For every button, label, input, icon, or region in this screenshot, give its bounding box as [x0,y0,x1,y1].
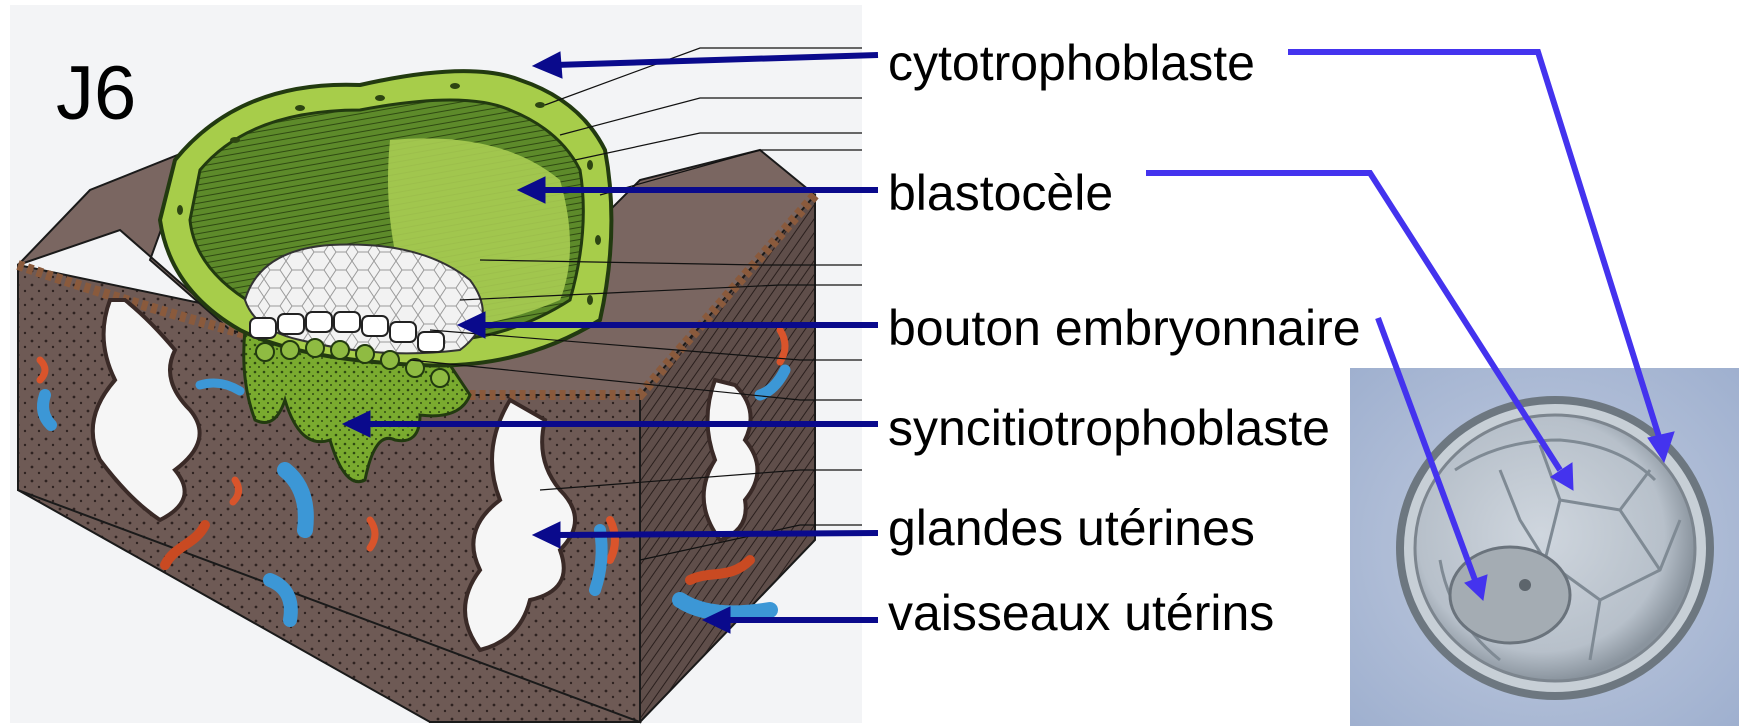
label-cytotrophoblaste: cytotrophoblaste [888,38,1255,88]
label-syncitiotrophoblaste: syncitiotrophoblaste [888,403,1330,453]
uterine-illustration [10,5,862,723]
label-glandes-uterines: glandes utérines [888,503,1255,553]
day-label: J6 [56,56,136,132]
label-bouton-embryonnaire: bouton embryonnaire [888,303,1361,353]
label-blastocele: blastocèle [888,168,1113,218]
blastocyst-micrograph [1350,368,1739,726]
label-vaisseaux-uterins: vaisseaux utérins [888,588,1274,638]
